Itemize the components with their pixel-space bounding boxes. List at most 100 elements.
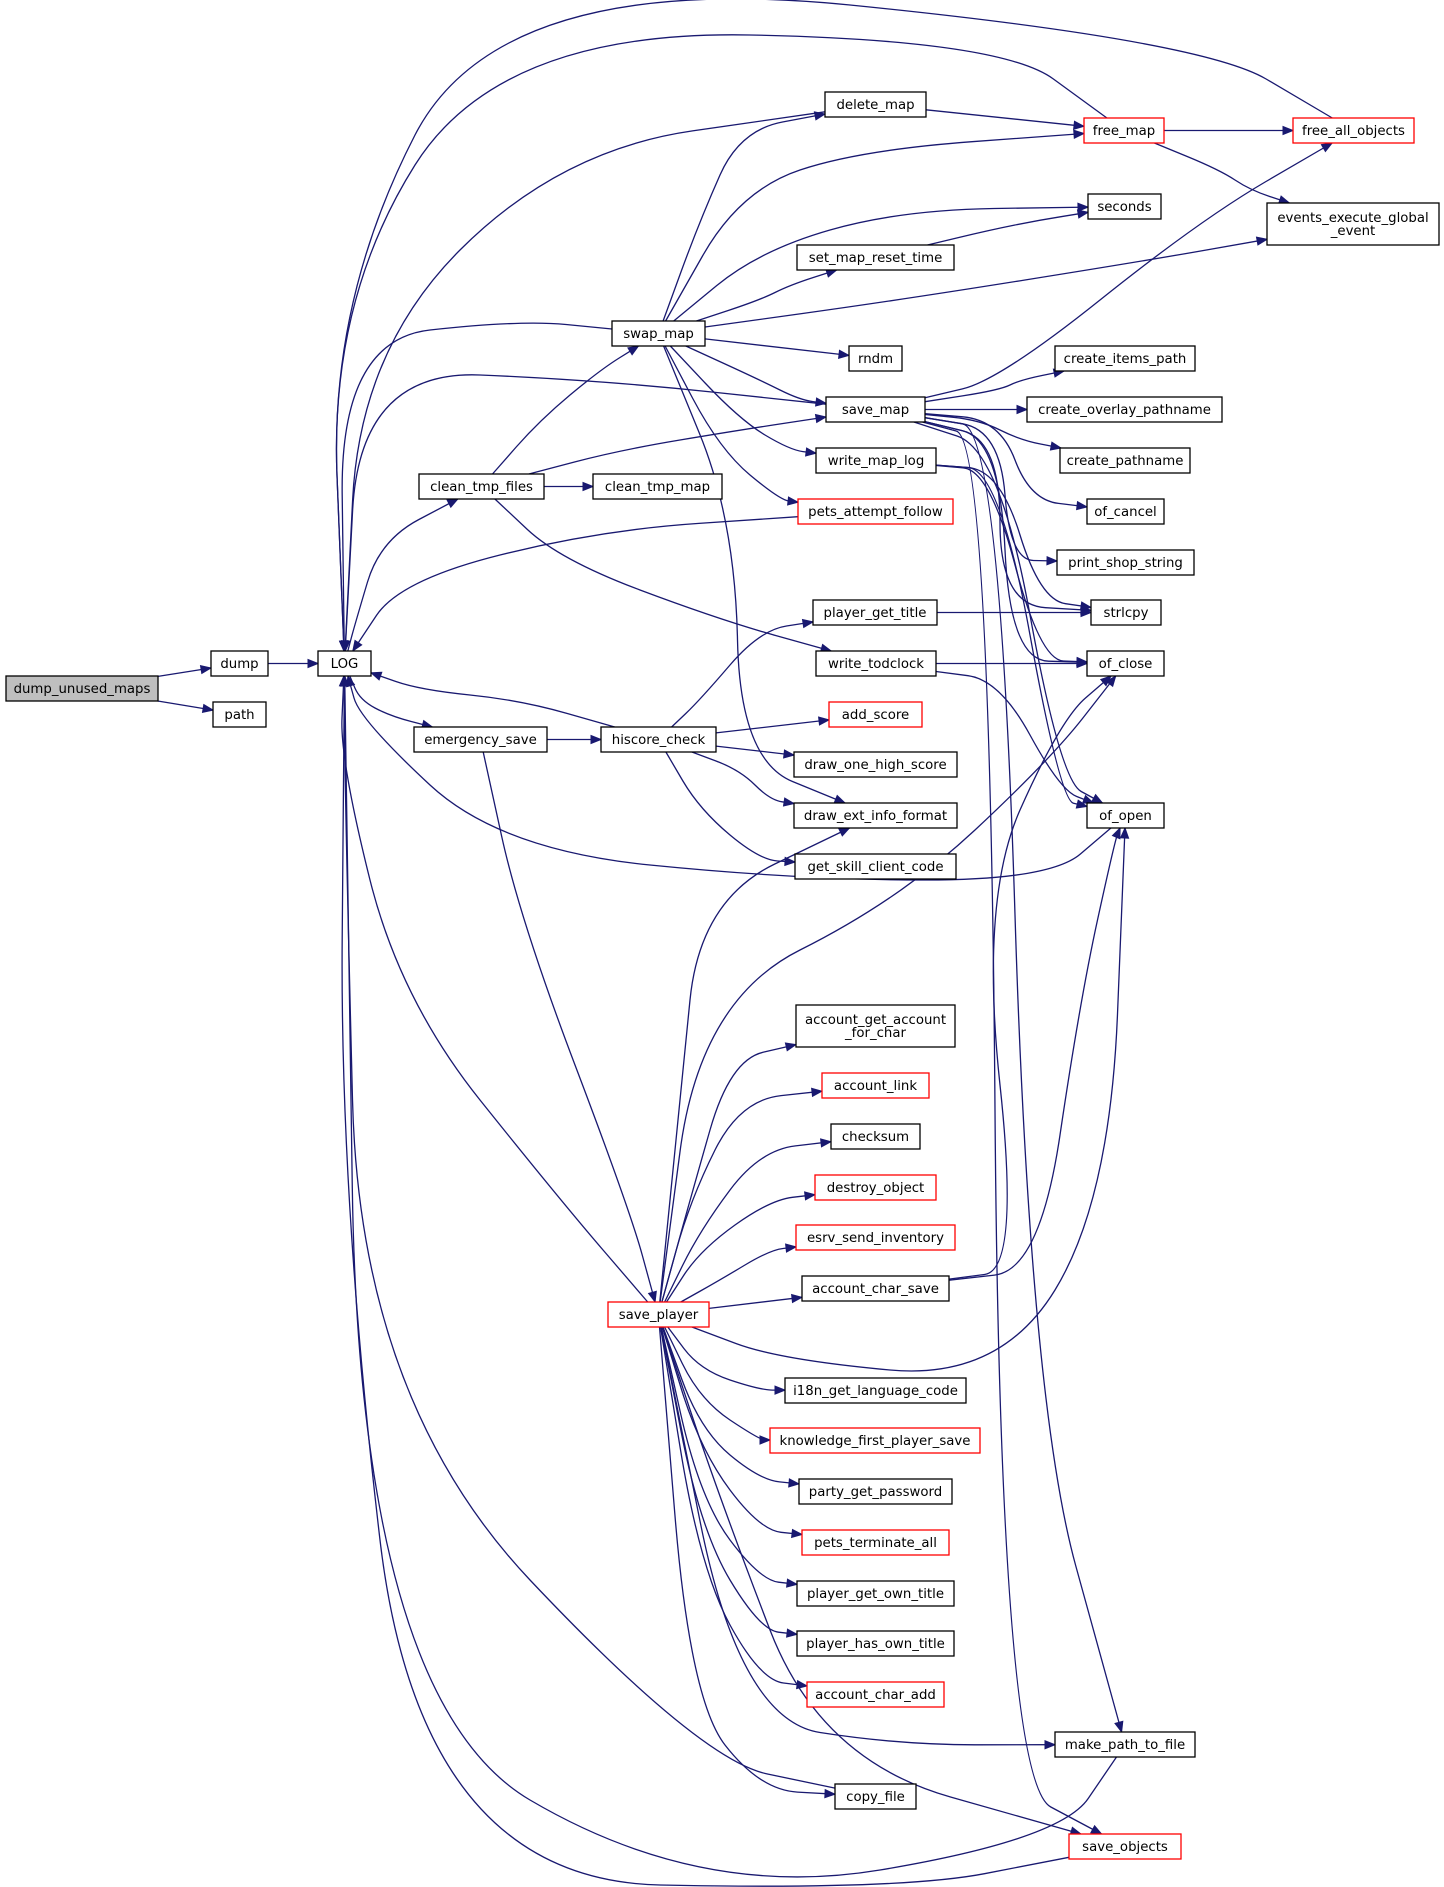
node-add_score[interactable]: add_score — [828, 701, 923, 728]
node-pets_attempt_follow[interactable]: pets_attempt_follow — [797, 498, 954, 525]
arrowhead — [783, 749, 796, 759]
node-account_link[interactable]: account_link — [821, 1072, 930, 1099]
arrowhead — [784, 1042, 798, 1052]
arrowhead — [1080, 607, 1093, 618]
node-write_map_log[interactable]: write_map_log — [815, 447, 937, 474]
node-label: set_map_reset_time — [809, 251, 943, 266]
node-make_path_to_file[interactable]: make_path_to_file — [1054, 1731, 1196, 1758]
node-label: draw_one_high_score — [804, 758, 946, 773]
node-swap_map[interactable]: swap_map — [611, 320, 706, 347]
node-box — [795, 1224, 956, 1251]
arrowhead — [833, 794, 847, 804]
edge-free_all_objects-to-LOG — [335, 0, 1333, 653]
node-esrv_send_inventory[interactable]: esrv_send_inventory — [795, 1224, 956, 1251]
node-box — [815, 447, 937, 474]
node-party_get_password[interactable]: party_get_password — [798, 1478, 953, 1505]
node-checksum[interactable]: checksum — [830, 1123, 921, 1150]
arrowhead — [1044, 1739, 1057, 1750]
edge-save_player-to-copy_file — [658, 1326, 837, 1799]
node-box — [1090, 599, 1162, 626]
node-player_has_own_title[interactable]: player_has_own_title — [796, 1630, 955, 1657]
node-clean_tmp_map[interactable]: clean_tmp_map — [592, 473, 723, 500]
node-label: dump — [220, 657, 258, 672]
node-account_char_save[interactable]: account_char_save — [801, 1275, 950, 1302]
node-save_map[interactable]: save_map — [825, 396, 926, 423]
arrowhead — [1099, 675, 1113, 687]
edge-hiscore_check-to-get_skill_client_code — [665, 751, 797, 867]
node-save_player[interactable]: save_player — [607, 1301, 710, 1328]
node-label: draw_ext_info_format — [804, 809, 947, 824]
node-write_todclock[interactable]: write_todclock — [815, 650, 937, 677]
node-label: player_has_own_title — [806, 1637, 945, 1652]
arrowhead — [784, 856, 797, 867]
edge-save_map-to-LOG — [340, 374, 827, 653]
node-label: get_skill_client_code — [807, 860, 943, 875]
node-label: i18n_get_language_code — [793, 1384, 958, 1399]
node-of_open[interactable]: of_open — [1086, 802, 1165, 829]
node-rndm[interactable]: rndm — [848, 345, 903, 372]
node-events_execute_global_event[interactable]: events_execute_global_event — [1266, 202, 1440, 246]
edge-emergency_save-to-save_player — [482, 751, 657, 1304]
node-of_cancel[interactable]: of_cancel — [1086, 498, 1165, 525]
node-LOG[interactable]: LOG — [317, 650, 372, 677]
node-box — [1266, 202, 1440, 246]
node-free_all_objects[interactable]: free_all_objects — [1292, 117, 1415, 144]
edge-save_player-to-destroy_object — [665, 1191, 817, 1303]
node-path[interactable]: path — [212, 701, 267, 728]
arrowhead — [805, 447, 818, 457]
arrowhead — [782, 797, 796, 807]
node-box — [592, 473, 723, 500]
node-label: delete_map — [836, 98, 914, 113]
node-get_skill_client_code[interactable]: get_skill_client_code — [794, 853, 957, 880]
arrowhead — [774, 1385, 787, 1395]
arrowhead — [1076, 658, 1089, 669]
node-box — [1054, 345, 1196, 372]
node-print_shop_string[interactable]: print_shop_string — [1056, 549, 1195, 576]
node-box — [798, 1478, 953, 1505]
node-copy_file[interactable]: copy_file — [834, 1783, 917, 1810]
node-create_overlay_pathname[interactable]: create_overlay_pathname — [1026, 396, 1223, 423]
node-hiscore_check[interactable]: hiscore_check — [600, 726, 717, 753]
node-save_objects[interactable]: save_objects — [1068, 1833, 1182, 1860]
edge-delete_map-to-LOG — [340, 111, 826, 653]
arrowhead — [791, 1528, 804, 1539]
node-free_map[interactable]: free_map — [1083, 117, 1165, 144]
node-i18n_get_language_code[interactable]: i18n_get_language_code — [784, 1377, 967, 1404]
node-emergency_save[interactable]: emergency_save — [413, 726, 548, 753]
node-box — [812, 599, 938, 626]
edge-write_map_log-to-of_open — [935, 464, 1089, 809]
node-draw_ext_info_format[interactable]: draw_ext_info_format — [793, 802, 958, 829]
node-dump_unused_maps[interactable]: dump_unused_maps — [5, 675, 159, 702]
arrowhead — [1320, 142, 1334, 153]
node-dump[interactable]: dump — [210, 650, 269, 677]
node-destroy_object[interactable]: destroy_object — [814, 1174, 937, 1201]
node-player_get_own_title[interactable]: player_get_own_title — [796, 1580, 955, 1607]
node-box — [413, 726, 548, 753]
node-set_map_reset_time[interactable]: set_map_reset_time — [796, 244, 955, 271]
node-clean_tmp_files[interactable]: clean_tmp_files — [418, 473, 545, 500]
node-knowledge_first_player_save[interactable]: knowledge_first_player_save — [769, 1427, 981, 1454]
arrowhead — [1119, 826, 1130, 839]
node-account_char_add[interactable]: account_char_add — [806, 1681, 945, 1708]
node-delete_map[interactable]: delete_map — [824, 91, 927, 118]
edge-free_map-to-events_execute_global_event — [1154, 142, 1291, 205]
node-account_get_account_for_char[interactable]: account_get_account_for_char — [795, 1004, 956, 1048]
node-seconds[interactable]: seconds — [1087, 193, 1162, 220]
arrowhead — [590, 734, 603, 745]
node-pets_terminate_all[interactable]: pets_terminate_all — [801, 1529, 950, 1556]
node-create_pathname[interactable]: create_pathname — [1059, 447, 1191, 474]
node-player_get_title[interactable]: player_get_title — [812, 599, 938, 626]
node-draw_one_high_score[interactable]: draw_one_high_score — [793, 751, 958, 778]
arrowhead — [818, 716, 831, 726]
edge-save_player-to-player_get_own_title — [660, 1326, 799, 1588]
node-box — [769, 1427, 981, 1454]
edge-clean_tmp_files-to-save_map — [528, 413, 828, 475]
node-strlcpy[interactable]: strlcpy — [1090, 599, 1162, 626]
edge-swap_map-to-events_execute_global_event — [704, 236, 1269, 328]
node-label: account_get_account — [805, 1013, 946, 1028]
node-label: create_pathname — [1067, 454, 1184, 469]
node-box — [1026, 396, 1223, 423]
node-create_items_path[interactable]: create_items_path — [1054, 345, 1196, 372]
node-label: write_map_log — [828, 454, 925, 469]
node-of_close[interactable]: of_close — [1086, 650, 1165, 677]
